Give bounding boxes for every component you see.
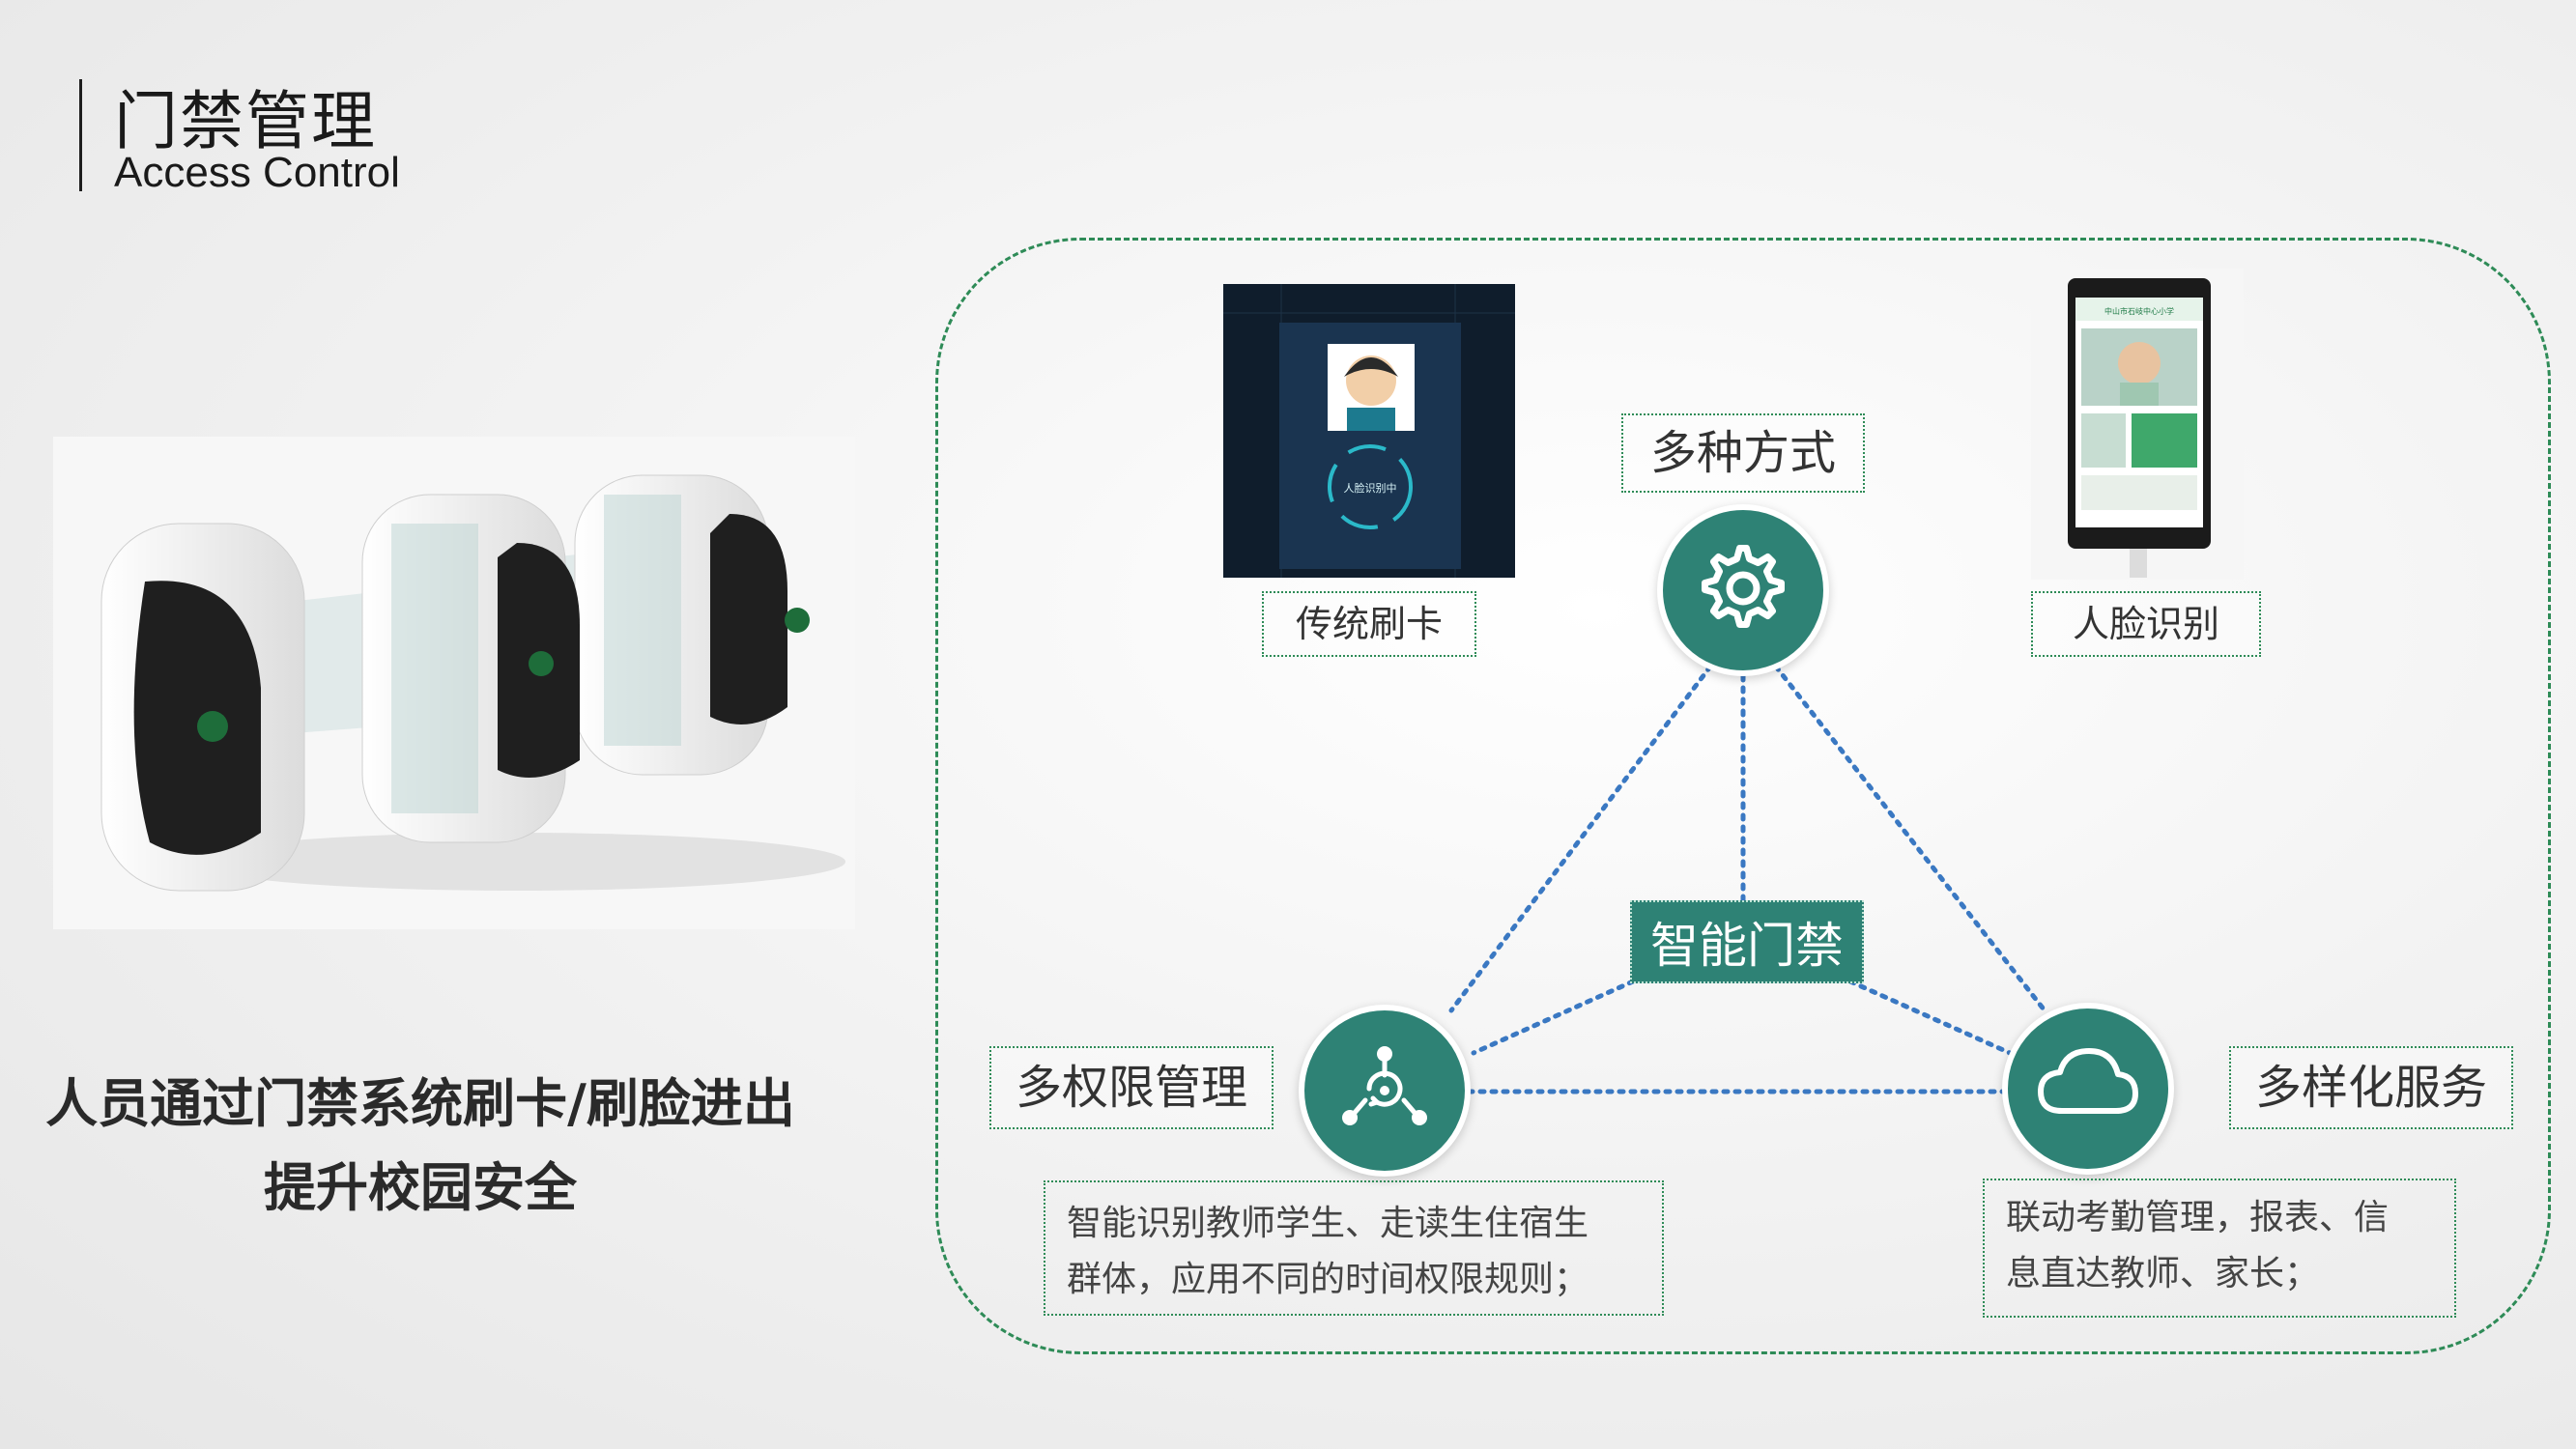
methods-node <box>1657 504 1829 676</box>
title-accent-bar <box>79 79 82 191</box>
face-screen-school: 中山市石岐中心小学 <box>2104 306 2174 316</box>
face-terminal-image: 中山市石岐中心小学 <box>2031 269 2244 580</box>
page-title: 门禁管理 <box>114 84 377 158</box>
caption-line-1: 人员通过门禁系统刷卡/刷脸进出 <box>45 1072 795 1134</box>
permission-node <box>1299 1005 1471 1177</box>
card-screen-text: 人脸识别中 <box>1344 481 1397 495</box>
network-icon <box>1336 1040 1433 1141</box>
label-face: 人脸识别 <box>2031 591 2261 657</box>
diagram-frame <box>935 238 2551 1354</box>
desc-permission: 智能识别教师学生、走读生住宿生 群体，应用不同的时间权限规则； <box>1044 1180 1664 1316</box>
center-smart-access: 智能门禁 <box>1630 900 1864 983</box>
desc-permission-line-1: 智能识别教师学生、走读生住宿生 <box>1067 1204 1589 1243</box>
page-subtitle: Access Control <box>114 149 400 196</box>
desc-permission-line-2: 群体，应用不同的时间权限规则； <box>1067 1260 1589 1299</box>
card-reader-image: 人脸识别中 <box>1223 284 1515 578</box>
label-permission: 多权限管理 <box>989 1046 1274 1129</box>
label-card: 传统刷卡 <box>1262 591 1476 657</box>
desc-service: 联动考勤管理，报表、信 息直达教师、家长； <box>1983 1179 2456 1318</box>
label-service: 多样化服务 <box>2229 1046 2513 1129</box>
caption-line-2: 提升校园安全 <box>264 1156 577 1218</box>
gear-icon <box>1697 542 1789 639</box>
service-node <box>2002 1003 2174 1175</box>
cloud-icon <box>2035 1043 2141 1134</box>
turnstile-photo <box>53 437 855 929</box>
desc-service-line-2: 息直达教师、家长； <box>2006 1254 2320 1293</box>
desc-service-line-1: 联动考勤管理，报表、信 <box>2006 1198 2390 1237</box>
label-methods: 多种方式 <box>1621 413 1865 493</box>
